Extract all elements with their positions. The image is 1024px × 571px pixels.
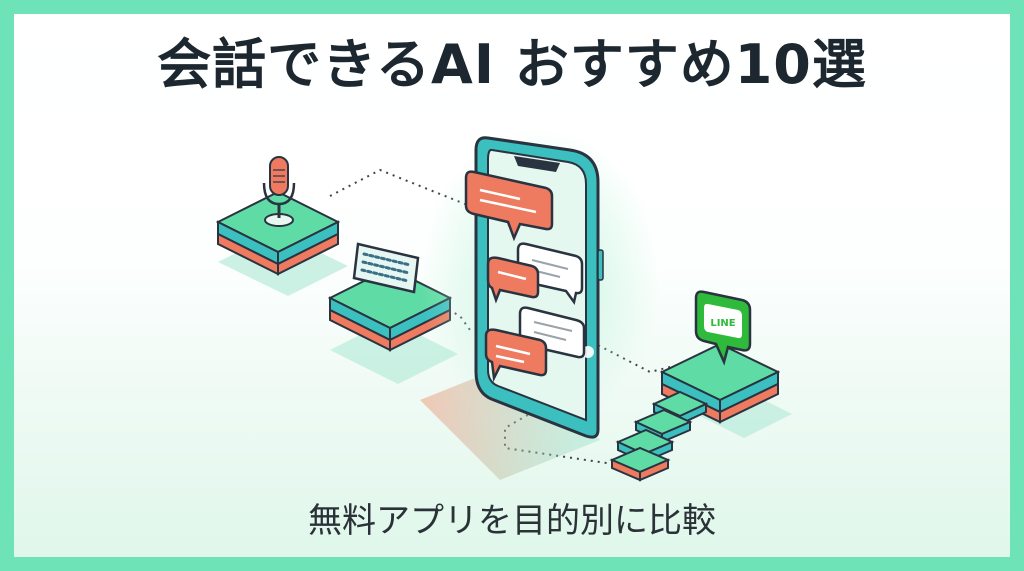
chat-bubble-icon <box>484 328 548 383</box>
phone-shadow <box>420 360 600 480</box>
line-logo-text: LINE <box>710 318 735 329</box>
microphone-platform <box>215 156 348 296</box>
page-subtitle: 無料アプリを目的別に比較 <box>308 501 716 541</box>
chat-bubble-icon <box>516 242 584 305</box>
microphone-icon <box>262 156 296 227</box>
chat-bubble-icon <box>464 170 554 242</box>
line-platform: LINE <box>659 290 792 438</box>
line-logo-icon: LINE <box>694 290 752 366</box>
chat-bubbles <box>464 170 586 383</box>
step-slabs <box>609 390 709 482</box>
step-slab <box>609 446 671 482</box>
chat-bubble-icon <box>486 256 540 304</box>
page-title: 会話できるAI おすすめ10選 <box>157 33 867 96</box>
keyboard-icon <box>352 242 420 294</box>
